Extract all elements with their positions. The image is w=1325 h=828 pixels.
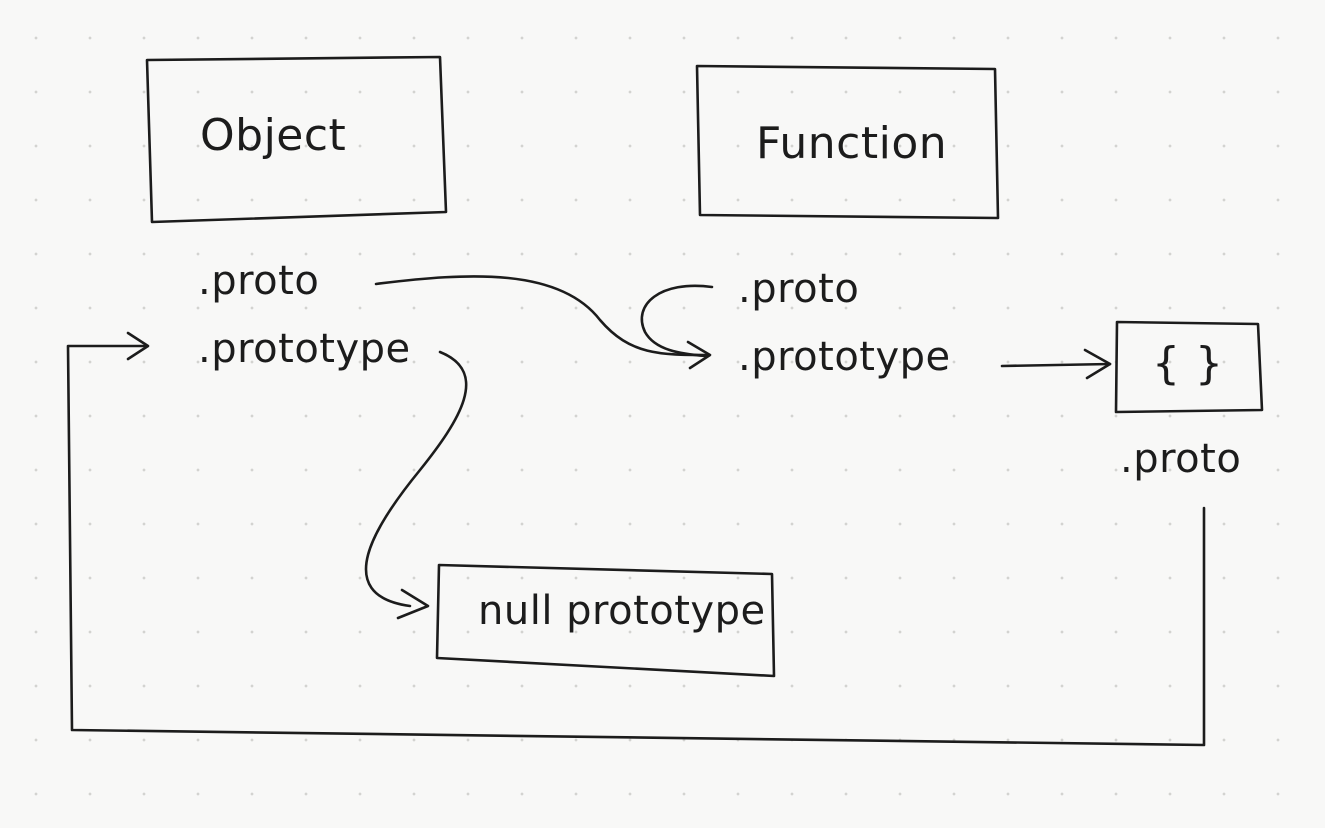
object-proto-label: .proto [198,258,320,304]
null-prototype-label: null prototype [478,588,766,634]
empty-object-proto-label: .proto [1120,436,1242,482]
object-prototype-label: .prototype [198,326,411,372]
arrowhead-empty-object [1083,348,1112,380]
arrowhead-null-prototype [396,588,430,620]
arrow-function-prototype-to-empty-object [1000,362,1112,368]
function-proto-label: .proto [738,266,860,312]
function-prototype-label: .prototype [738,334,951,380]
function-box [695,64,1000,220]
arrowhead-object-prototype [126,331,150,361]
arrow-object-prototype-to-null [364,350,468,608]
arrow-function-proto-loop [640,284,714,358]
arrow-object-proto-to-function-prototype [374,275,710,357]
arrow-empty-object-proto-to-object-prototype [66,344,1206,747]
function-label: Function [756,118,948,169]
null-prototype-box [435,563,776,678]
object-box [145,55,448,224]
empty-object-box [1114,320,1264,414]
empty-object-label: { } [1152,338,1224,389]
object-label: Object [200,110,347,161]
arrowhead-function-prototype [686,340,712,370]
